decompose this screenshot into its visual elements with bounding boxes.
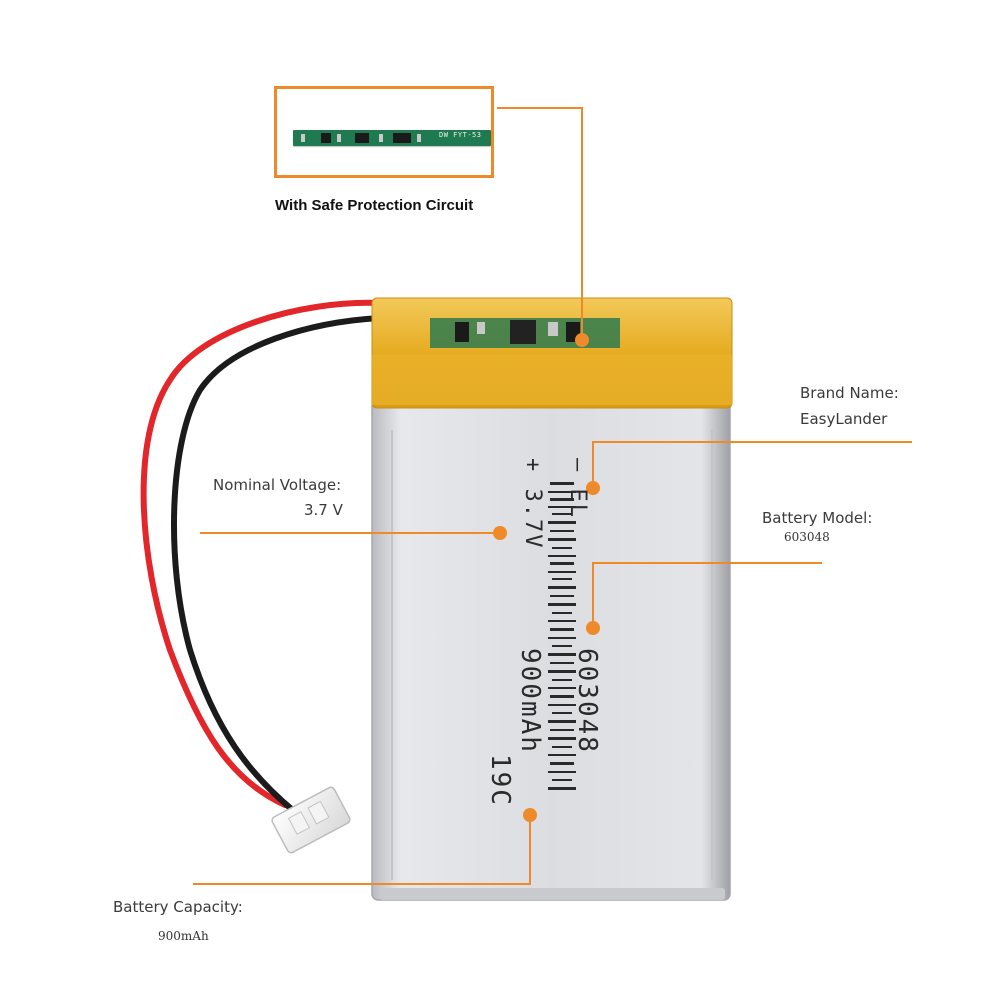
red-wire [140, 299, 383, 808]
printed-model: 603048 [572, 648, 602, 754]
battery-pcb [430, 318, 620, 348]
leader-dots [493, 333, 600, 822]
voltage-title: Nominal Voltage: [213, 476, 342, 494]
barcode [548, 482, 576, 790]
printed-capacity: 900mAh [515, 648, 545, 754]
inset-caption: With Safe Protection Circuit [275, 197, 474, 214]
capacity-title: Battery Capacity: [113, 898, 243, 916]
brand-title: Brand Name: [800, 384, 899, 402]
printed-voltage: + 3.7V [520, 458, 545, 550]
brand-value: EasyLander [800, 410, 888, 428]
model-title: Battery Model: [762, 509, 873, 527]
capacity-value: 900mAh [158, 929, 209, 943]
model-value: 603048 [784, 530, 830, 544]
leader-lines [193, 107, 912, 885]
cell-body [371, 399, 731, 901]
pcb-board-image: DW FYT-53 [293, 130, 491, 146]
jst-connector [271, 786, 351, 854]
printed-el: — EL [565, 458, 590, 519]
printed-rate: 19C [485, 754, 515, 807]
voltage-value: 3.7 V [304, 501, 343, 519]
pcb-marking: DW FYT-53 [439, 131, 482, 139]
black-wire [171, 315, 383, 815]
protection-circuit-inset: DW FYT-53 [274, 86, 494, 178]
